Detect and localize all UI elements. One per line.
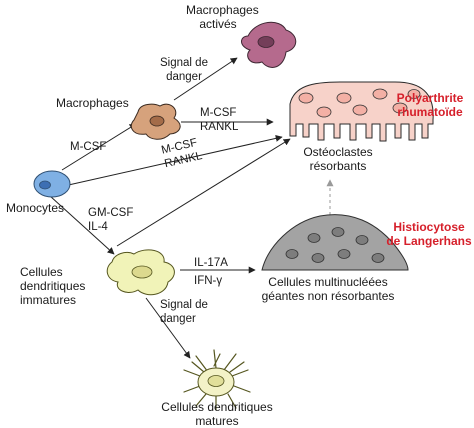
label-disease-polyarthrite: Polyarthrite rhumatoïde bbox=[396, 91, 464, 119]
activated-macrophage-cell bbox=[241, 21, 297, 68]
arrow-macrophage-to-activated bbox=[173, 57, 238, 101]
giant-cell bbox=[261, 214, 409, 271]
label-gmcsf-il4: GM-CSF IL-4 bbox=[88, 207, 134, 233]
arrow-monocyte-to-macrophage bbox=[61, 123, 137, 171]
label-danger-signal-bottom: Signal de danger bbox=[160, 299, 208, 325]
label-monocytes: Monocytes bbox=[6, 201, 65, 215]
label-mcsf-left: M-CSF bbox=[70, 141, 107, 153]
arrows bbox=[49, 57, 334, 359]
label-immature-dendritic-cells: Cellules dendritiques immatures bbox=[20, 265, 86, 307]
label-mature-dendritic-cells: Cellules dendritiques matures bbox=[161, 400, 273, 428]
mature-dendritic-cell bbox=[183, 349, 251, 411]
macrophage-cell bbox=[130, 103, 181, 140]
osteoclast-cell bbox=[289, 81, 434, 142]
label-il17a-ifng: IL-17A IFN-γ bbox=[194, 257, 228, 287]
label-giant-cells: Cellules multinucléées géantes non résor… bbox=[261, 275, 395, 303]
label-resorbing-osteoclasts: Ostéoclastes résorbants bbox=[303, 145, 373, 173]
arrow-immature-dc-to-mature-dc bbox=[145, 297, 191, 359]
arrow-monocyte-to-immature-dc bbox=[49, 195, 115, 255]
immature-dendritic-cell bbox=[106, 249, 175, 296]
label-disease-histiocytose: Histiocytose de Langerhans bbox=[386, 220, 472, 248]
label-activated-macrophages: Macrophages activés bbox=[186, 3, 259, 31]
label-macrophages: Macrophages bbox=[56, 96, 129, 110]
arrow-immature-dc-to-osteoclast bbox=[116, 138, 291, 247]
arrow-monocyte-to-osteoclast bbox=[63, 134, 283, 187]
monocyte-cell bbox=[33, 170, 71, 198]
label-mcsf-rankl-top: M-CSF RANKL bbox=[200, 107, 239, 133]
label-danger-signal-top: Signal de danger bbox=[160, 57, 208, 83]
